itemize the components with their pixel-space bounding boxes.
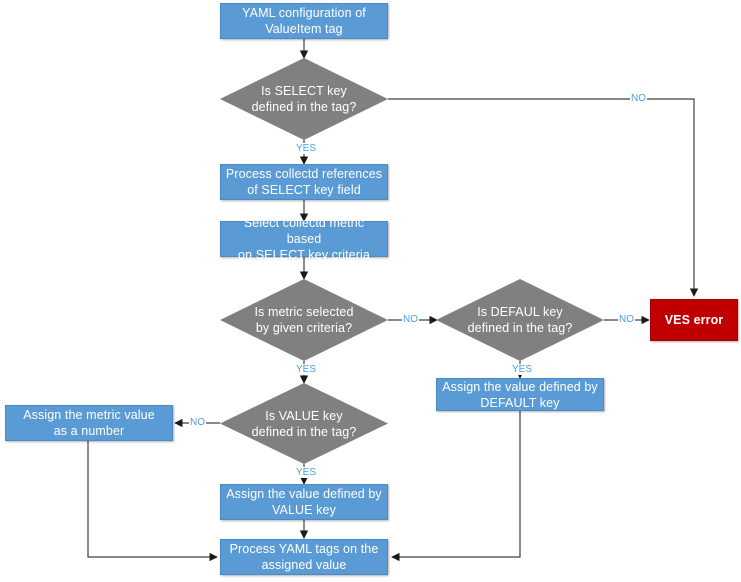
node-process-collectd-refs-line2: of SELECT key field [247,183,361,197]
edge-assign-default-to-process-yaml [391,411,521,562]
node-select-collectd-metric[interactable]: Select collectd metric based on SELECT k… [220,216,388,262]
node-assign-metric-number-line2: as a number [53,424,125,438]
node-is-select-key-line1: Is SELECT key [261,84,347,98]
node-is-metric-selected[interactable]: Is metric selected by given criteria? [220,279,388,361]
edge-label-defaul-yes: YES [511,364,534,375]
node-is-value-key-label: Is VALUE key defined in the tag? [244,408,365,440]
node-is-defaul-key-line1: Is DEFAUL key [477,305,563,319]
node-assign-default-value-line2: DEFAULT key [480,395,560,410]
node-is-select-key-label: Is SELECT key defined in the tag? [244,83,365,115]
node-process-yaml-tags-label: Process YAML tags on the assigned value [230,541,379,573]
node-is-value-key[interactable]: Is VALUE key defined in the tag? [220,383,388,464]
node-process-yaml-tags[interactable]: Process YAML tags on the assigned value [220,539,388,575]
node-assign-metric-number-label: Assign the metric value as a number [23,407,155,439]
node-is-metric-selected-line2: by given criteria? [255,321,353,335]
node-yaml-config-label: YAML configuration of ValueItem tag [242,5,366,37]
edge-assign-metric-to-process-yaml [87,441,218,562]
edge-label-metric-yes: YES [295,364,318,375]
node-assign-metric-number-line1: Assign the metric value [23,408,155,422]
node-assign-value-key-line1: Assign the value defined by [226,487,382,501]
node-select-collectd-metric-line2: on SELECT key criteria [238,248,370,262]
node-is-defaul-key[interactable]: Is DEFAUL key defined in the tag? [436,279,604,361]
edge-label-metric-no: NO [402,314,419,325]
edge-label-select-yes: YES [295,143,318,154]
node-is-select-key-line2: defined in the tag? [251,100,357,114]
node-assign-value-key-line2: VALUE key [272,503,336,517]
node-yaml-config[interactable]: YAML configuration of ValueItem tag [220,3,388,39]
node-select-collectd-metric-line1: Select collectd metric based [243,216,365,246]
node-process-collectd-refs[interactable]: Process collectd references of SELECT ke… [220,164,388,200]
node-assign-value-key[interactable]: Assign the value defined by VALUE key [220,484,388,520]
node-ves-error-line1: VES error [664,313,724,327]
node-select-collectd-metric-label: Select collectd metric based on SELECT k… [225,215,383,263]
node-ves-error-label: VES error [665,312,724,328]
edge-select-no-to-ves-error [388,98,699,297]
edge-label-defaul-no: NO [618,314,635,325]
node-is-defaul-key-line2: defined in the tag? [467,321,573,335]
edge-label-value-no: NO [189,417,206,428]
node-assign-default-value-line1: Assign the value defined by [442,379,598,394]
node-is-value-key-line2: defined in the tag? [251,424,357,439]
node-assign-default-value-label: Assign the value defined by DEFAULT key [442,379,598,411]
node-assign-default-value[interactable]: Assign the value defined by DEFAULT key [436,378,604,411]
node-process-yaml-tags-line2: assigned value [261,558,347,572]
node-ves-error[interactable]: VES error [650,299,738,341]
node-is-metric-selected-label: Is metric selected by given criteria? [244,304,365,336]
node-process-collectd-refs-line1: Process collectd references [225,167,383,181]
node-is-metric-selected-line1: Is metric selected [254,305,354,319]
edge-label-select-no: NO [630,93,647,104]
node-is-select-key[interactable]: Is SELECT key defined in the tag? [220,58,388,140]
edge-label-value-yes: YES [295,467,318,478]
node-assign-metric-number[interactable]: Assign the metric value as a number [5,405,173,441]
node-is-value-key-line1: Is VALUE key [265,408,343,423]
node-assign-value-key-label: Assign the value defined by VALUE key [226,486,382,518]
node-yaml-config-line2: ValueItem tag [265,22,343,36]
node-is-defaul-key-label: Is DEFAUL key defined in the tag? [460,304,581,336]
node-process-collectd-refs-label: Process collectd references of SELECT ke… [226,166,382,198]
node-process-yaml-tags-line1: Process YAML tags on the [229,542,379,556]
node-yaml-config-line1: YAML configuration of [242,6,366,20]
